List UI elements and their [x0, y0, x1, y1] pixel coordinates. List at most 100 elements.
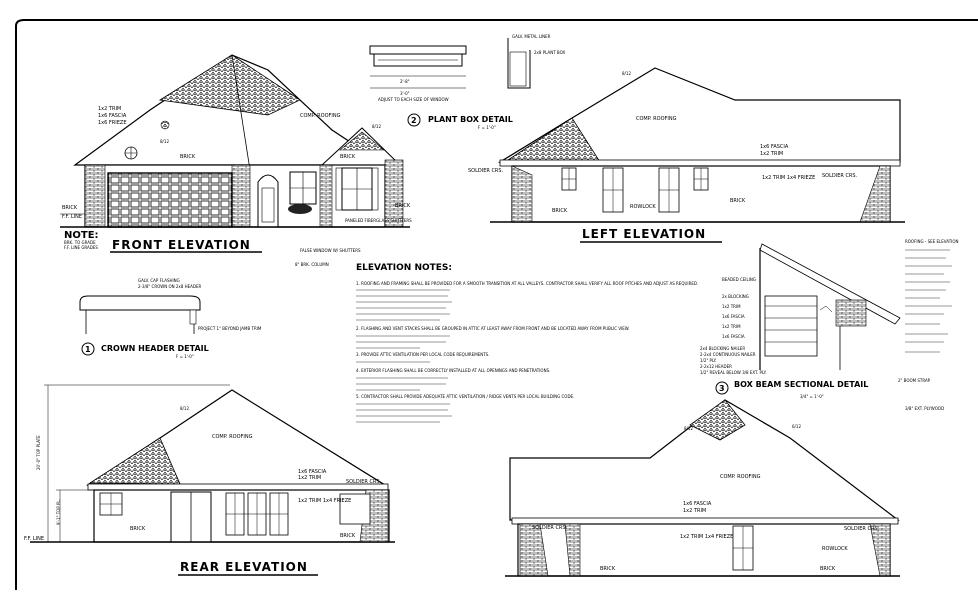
svg-text:SOLDIER CRS.: SOLDIER CRS. [346, 479, 382, 485]
rear-elevation: 20'-0" TOP PLATE 9'-1" TOP PL. F.F. LINE… [24, 384, 395, 576]
svg-text:1x2 TRIM 1x4 FRIEZE: 1x2 TRIM 1x4 FRIEZE [762, 175, 815, 181]
svg-text:GALV. CAP FLASHING: GALV. CAP FLASHING [138, 278, 180, 283]
sheet-border [15, 19, 978, 590]
svg-text:1x2 TRIM: 1x2 TRIM [98, 106, 121, 112]
svg-text:1/2" PLY.: 1/2" PLY. [700, 358, 717, 363]
svg-text:2-2x12 HEADER: 2-2x12 HEADER [700, 364, 732, 369]
svg-text:3. PROVIDE ATTIC VENTILATION P: 3. PROVIDE ATTIC VENTILATION PER LOCAL C… [356, 352, 489, 357]
svg-text:1x6 FASCIA: 1x6 FASCIA [722, 314, 745, 319]
svg-text:2'-8": 2'-8" [400, 79, 410, 84]
svg-text:2x8 PLANT BOX: 2x8 PLANT BOX [534, 50, 565, 55]
svg-text:BRICK: BRICK [340, 154, 356, 160]
svg-text:2-2x4 CONTINUOUS NAILER: 2-2x4 CONTINUOUS NAILER [700, 352, 756, 357]
svg-text:1: 1 [85, 345, 91, 354]
svg-text:SOLDIER CRS.: SOLDIER CRS. [822, 173, 858, 179]
svg-text:F.F. LINE: F.F. LINE [24, 536, 44, 542]
svg-text:1x6 FASCIA: 1x6 FASCIA [98, 113, 127, 119]
elevation-notes-title: ELEVATION NOTES: [356, 263, 452, 273]
svg-text:1x6 FASCIA: 1x6 FASCIA [722, 334, 745, 339]
svg-text:1x6 FRIEZE: 1x6 FRIEZE [98, 120, 126, 126]
svg-text:1x2 TRIM 1x4 FRIEZE: 1x2 TRIM 1x4 FRIEZE [298, 498, 351, 504]
svg-text:1x2 TRIM: 1x2 TRIM [298, 475, 321, 481]
svg-text:8/12: 8/12 [684, 426, 693, 431]
svg-text:BRK. TO GRADE: BRK. TO GRADE [64, 240, 96, 245]
left-elevation: 8/12 COMP. ROOFING 1x6 FASCIA 1x2 TRIM 1… [468, 67, 905, 243]
svg-text:F = 1'-0": F = 1'-0" [176, 354, 194, 359]
note-label: NOTE: [64, 230, 99, 241]
svg-text:BRICK: BRICK [730, 198, 746, 204]
svg-text:1x2 TRIM: 1x2 TRIM [722, 304, 741, 309]
svg-text:8/12: 8/12 [180, 406, 189, 411]
svg-text:GALV. METAL LINER: GALV. METAL LINER [512, 34, 551, 39]
box-beam-title: BOX BEAM SECTIONAL DETAIL [734, 380, 868, 389]
crown-header-title: CROWN HEADER DETAIL [101, 344, 209, 353]
svg-text:COMP. ROOFING: COMP. ROOFING [212, 434, 253, 440]
svg-text:2x BLOCKING: 2x BLOCKING [722, 294, 749, 299]
svg-text:PROJECT 1" BEYOND JAMB TRIM: PROJECT 1" BEYOND JAMB TRIM [198, 326, 262, 331]
svg-text:COMP. ROOFING: COMP. ROOFING [300, 113, 341, 119]
svg-text:FALSE WINDOW W/ SHUTTERS: FALSE WINDOW W/ SHUTTERS [300, 248, 361, 253]
svg-text:BRICK: BRICK [130, 526, 146, 532]
box-beam-detail: ROOFING - SEE ELEVATION BEADED CEILING 2… [700, 239, 958, 411]
svg-text:2" BOOM STRAP: 2" BOOM STRAP [898, 378, 931, 383]
svg-text:BRICK: BRICK [180, 154, 196, 160]
left-elevation-title: LEFT ELEVATION [582, 227, 706, 241]
plant-box-detail: 2'-8" 3'-0" ADJUST TO EACH SIZE OF WINDO… [369, 34, 565, 130]
svg-text:1x6 FASCIA: 1x6 FASCIA [683, 501, 712, 507]
svg-text:BRICK: BRICK [395, 203, 411, 209]
svg-text:BRICK: BRICK [340, 533, 356, 539]
svg-text:1x2 TRIM 1x4 FRIEZE: 1x2 TRIM 1x4 FRIEZE [680, 534, 733, 540]
svg-text:2-3/8" CROWN ON 2x8 HEADER: 2-3/8" CROWN ON 2x8 HEADER [138, 284, 201, 289]
svg-text:8/12: 8/12 [622, 71, 631, 76]
svg-text:2. FLASHING AND VENT STACKS SH: 2. FLASHING AND VENT STACKS SHALL BE GRO… [356, 326, 630, 331]
svg-text:SOLDIER CRS.: SOLDIER CRS. [468, 168, 504, 174]
svg-text:ROWLOCK: ROWLOCK [822, 546, 848, 552]
svg-text:1/2" REVEAL BELOW 3/8 EXT. PLY: 1/2" REVEAL BELOW 3/8 EXT. PLY. [700, 370, 767, 375]
svg-text:20'-0" TOP PLATE: 20'-0" TOP PLATE [36, 435, 41, 470]
svg-text:BRICK: BRICK [820, 566, 836, 572]
crown-header-detail: GALV. CAP FLASHING 2-3/8" CROWN ON 2x8 H… [79, 278, 262, 359]
svg-text:1. ROOFING AND FRAMING SHALL B: 1. ROOFING AND FRAMING SHALL BE PROVIDED… [356, 281, 698, 286]
svg-text:BEADED CEILING: BEADED CEILING [722, 277, 756, 282]
svg-text:1x6 FASCIA: 1x6 FASCIA [760, 144, 789, 150]
elevation-notes: ELEVATION NOTES: 1. ROOFING AND FRAMING … [356, 263, 698, 423]
svg-text:1x2 TRIM: 1x2 TRIM [683, 508, 706, 514]
svg-text:ROWLOCK: ROWLOCK [630, 204, 656, 210]
svg-text:BRICK: BRICK [552, 208, 568, 214]
svg-text:2: 2 [411, 116, 417, 125]
svg-text:ADJUST TO EACH SIZE OF WINDOW: ADJUST TO EACH SIZE OF WINDOW [378, 97, 449, 102]
svg-text:3/8" EXT. PLYWOOD: 3/8" EXT. PLYWOOD [905, 406, 944, 411]
svg-text:2x4 BLOCKING NAILER: 2x4 BLOCKING NAILER [700, 346, 745, 351]
svg-text:4. EXTERIOR FLASHING SHALL BE: 4. EXTERIOR FLASHING SHALL BE CORRECTLY … [356, 368, 550, 373]
svg-text:PANELED FIBERGLASS SHUTTERS: PANELED FIBERGLASS SHUTTERS [345, 218, 412, 223]
garage-door [107, 172, 233, 228]
svg-text:1x6 FASCIA: 1x6 FASCIA [298, 469, 327, 475]
svg-text:6/12: 6/12 [792, 424, 801, 429]
plant-box-title: PLANT BOX DETAIL [428, 115, 513, 124]
svg-text:3'-0": 3'-0" [400, 91, 410, 96]
svg-text:1x2 TRIM: 1x2 TRIM [722, 324, 741, 329]
rear-elevation-title: REAR ELEVATION [180, 560, 308, 574]
svg-text:3: 3 [719, 384, 725, 393]
svg-text:SOLDIER CRS.: SOLDIER CRS. [844, 526, 880, 532]
entry-door [257, 174, 279, 228]
svg-text:5. CONTRACTOR SHALL PROVIDE AD: 5. CONTRACTOR SHALL PROVIDE ADEQUATE ATT… [356, 394, 574, 399]
front-elevation: 1x2 TRIM 1x6 FASCIA 1x6 FRIEZE 8/12 COMP… [60, 54, 412, 267]
svg-text:SOLDIER CRS.: SOLDIER CRS. [532, 525, 568, 531]
svg-text:BRICK: BRICK [600, 566, 616, 572]
svg-text:3/4" = 1'-0": 3/4" = 1'-0" [800, 394, 824, 399]
svg-text:F = 1'-0": F = 1'-0" [478, 125, 496, 130]
svg-text:8" BRK. COLUMN: 8" BRK. COLUMN [295, 262, 329, 267]
svg-text:9'-1" TOP PL.: 9'-1" TOP PL. [56, 499, 61, 525]
svg-text:8/12: 8/12 [160, 139, 169, 144]
svg-text:F.F. LINE GRADES: F.F. LINE GRADES [64, 245, 98, 250]
right-elevation: 8/12 6/12 COMP. ROOFING 1x6 FASCIA 1x2 T… [505, 399, 900, 577]
svg-text:1x2 TRIM: 1x2 TRIM [760, 151, 783, 157]
front-elevation-title: FRONT ELEVATION [112, 238, 251, 252]
svg-text:F.F. LINE: F.F. LINE [62, 214, 82, 220]
svg-text:COMP. ROOFING: COMP. ROOFING [720, 474, 761, 480]
svg-text:COMP. ROOFING: COMP. ROOFING [636, 116, 677, 122]
svg-text:BRICK: BRICK [62, 205, 78, 211]
